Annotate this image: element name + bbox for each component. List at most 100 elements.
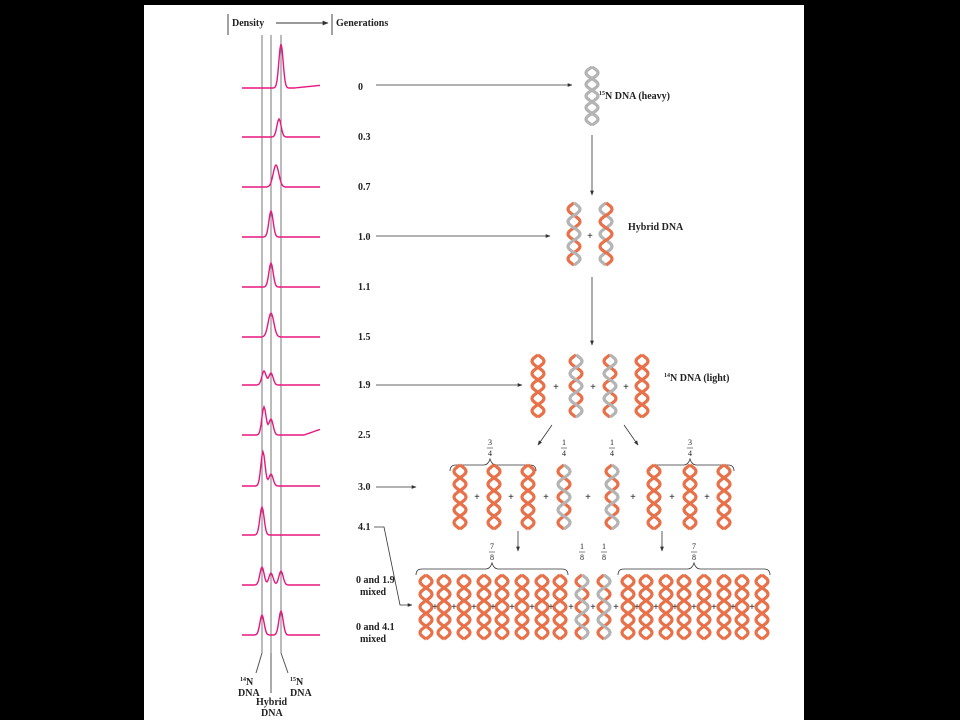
dna-helix xyxy=(598,201,614,267)
generations-header: Generations xyxy=(336,18,388,29)
dna-helix xyxy=(486,463,502,531)
density-curve xyxy=(242,208,320,238)
dna-strand xyxy=(754,573,770,641)
dna-strand xyxy=(436,573,452,641)
n15-label: 15N xyxy=(290,677,304,688)
fraction-denominator: 8 xyxy=(692,553,696,562)
dna-helix xyxy=(456,573,472,641)
plus-sign: + xyxy=(474,492,480,503)
meselson-stahl-diagram: Density Generations 00.30.71.01.11.51.92… xyxy=(227,14,771,719)
dna-helix xyxy=(634,353,650,419)
dna-strand xyxy=(418,573,434,641)
n15-dna-label: DNA xyxy=(290,688,312,699)
plus-sign: + xyxy=(553,382,559,393)
dna-strand xyxy=(734,573,750,641)
dna-helix xyxy=(514,573,530,641)
dna-helix xyxy=(638,573,654,641)
plus-sign: + xyxy=(669,492,675,503)
dna-strand xyxy=(596,573,612,641)
fraction-numerator: 3 xyxy=(688,438,692,447)
dna-strand xyxy=(696,573,712,641)
plus-sign: + xyxy=(590,602,596,613)
hybrid-dna-row-label: Hybrid DNA xyxy=(628,222,684,233)
row4-left-brace xyxy=(449,457,537,472)
plus-sign: + xyxy=(568,602,574,613)
dna-strand xyxy=(716,463,732,531)
plus-signs: ++++++++++++++++++++++++++++ xyxy=(432,231,755,613)
dna-strand xyxy=(494,573,510,641)
fraction-numerator: 1 xyxy=(602,542,606,551)
dna-strand xyxy=(638,573,654,641)
fraction: 18 xyxy=(579,542,585,562)
dna-helix xyxy=(604,463,620,531)
mixed-label-2a: 0 and 4.1 xyxy=(356,622,395,633)
dna-helix xyxy=(574,573,590,641)
generation-label: 3.0 xyxy=(358,482,371,493)
dna-helix xyxy=(646,463,662,531)
dna-strand xyxy=(682,463,698,531)
dna-strand xyxy=(716,573,732,641)
generation-label: 2.5 xyxy=(358,430,371,441)
generation-label: 4.1 xyxy=(358,522,371,533)
dna-helix xyxy=(552,573,568,641)
dna-strand xyxy=(634,353,650,419)
dna-strand xyxy=(574,573,590,641)
dna-strand xyxy=(452,463,468,531)
plus-sign: + xyxy=(653,602,659,613)
density-curve xyxy=(242,504,320,536)
dna-strand xyxy=(646,463,662,531)
plus-sign: + xyxy=(529,602,535,613)
density-curve xyxy=(242,43,321,89)
density-curve xyxy=(242,117,320,138)
plus-sign: + xyxy=(630,492,636,503)
dna-strand xyxy=(676,573,692,641)
fraction-numerator: 1 xyxy=(580,542,584,551)
plus-sign: + xyxy=(451,602,457,613)
generation-label: 1.9 xyxy=(358,380,371,391)
fraction: 14 xyxy=(561,438,567,458)
n14-label: 14N xyxy=(240,677,254,688)
dna-helix xyxy=(716,463,732,531)
dna-helix xyxy=(734,573,750,641)
dna-strand xyxy=(514,573,530,641)
plus-sign: + xyxy=(509,602,515,613)
dna-strand xyxy=(486,463,502,531)
plus-sign: + xyxy=(490,602,496,613)
dna-strand xyxy=(476,573,492,641)
density-curve xyxy=(242,449,320,487)
fraction-numerator: 1 xyxy=(562,438,566,447)
plus-sign: + xyxy=(587,231,593,242)
dna-strand xyxy=(658,573,674,641)
dna-strand xyxy=(638,573,654,641)
dna-strand xyxy=(716,463,732,531)
plus-sign: + xyxy=(711,602,717,613)
dna-helix xyxy=(696,573,712,641)
dna-strand xyxy=(568,353,584,419)
heavy-dna-label: 15N DNA (heavy) xyxy=(599,91,670,102)
fraction: 34 xyxy=(687,438,693,458)
density-header: Density xyxy=(232,18,264,29)
dna-strand xyxy=(696,573,712,641)
dna-strand xyxy=(584,65,600,127)
row3-right-arrow xyxy=(623,424,639,446)
dna-strand xyxy=(436,573,452,641)
gen41-arrow xyxy=(374,526,413,607)
dna-strand xyxy=(418,573,434,641)
plus-sign: + xyxy=(730,602,736,613)
dna-strand xyxy=(604,463,620,531)
plus-sign: + xyxy=(634,602,640,613)
dna-strand xyxy=(486,463,502,531)
fraction-denominator: 8 xyxy=(602,553,606,562)
fraction-numerator: 3 xyxy=(488,438,492,447)
generation-label: 1.5 xyxy=(358,332,371,343)
mixed-label-2b: mixed xyxy=(360,634,387,645)
plus-sign: + xyxy=(548,602,554,613)
plus-sign: + xyxy=(613,602,619,613)
dna-strand xyxy=(494,573,510,641)
generation-label: 0.3 xyxy=(358,132,371,143)
density-curve xyxy=(242,261,320,288)
generation-label: 1.0 xyxy=(358,232,371,243)
fraction-denominator: 8 xyxy=(490,553,494,562)
dna-helix xyxy=(418,573,434,641)
dna-strand xyxy=(646,463,662,531)
